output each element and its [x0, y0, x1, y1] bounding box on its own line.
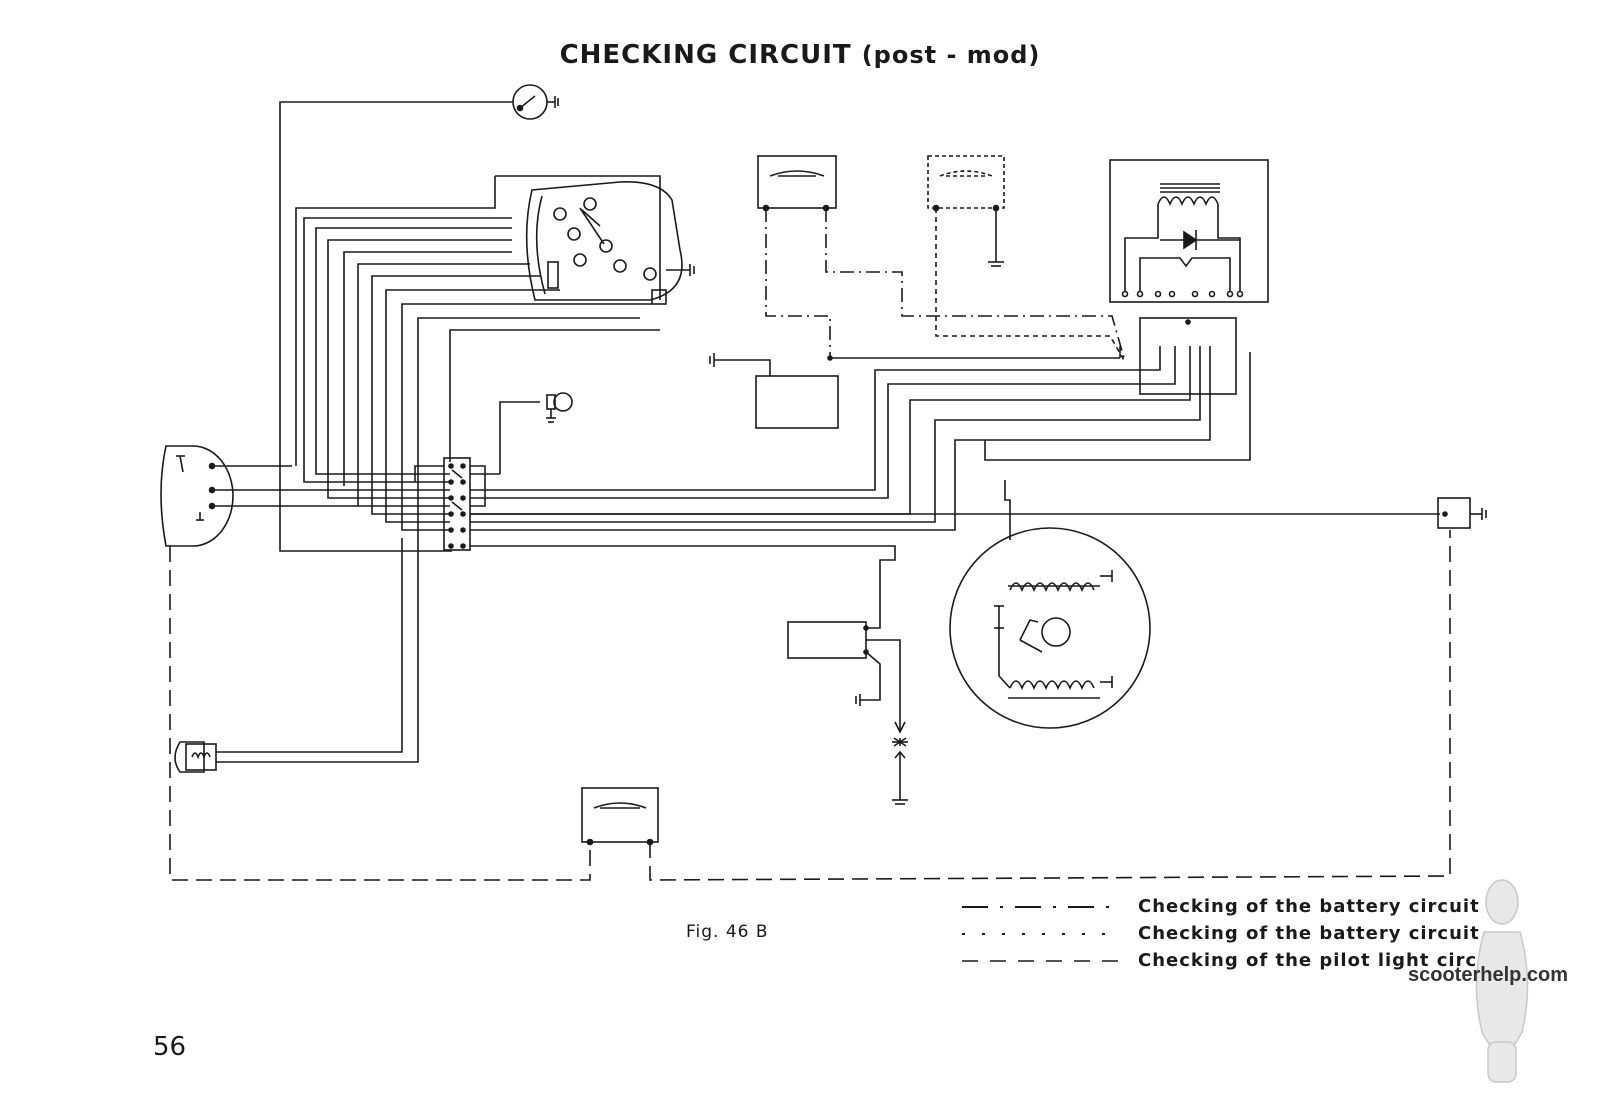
light-switch-unit-icon: [525, 181, 695, 305]
pilot-light-icon: [174, 741, 217, 773]
dash-dot-line-icon: [962, 906, 1118, 908]
page-title: CHECKING CIRCUIT (post - mod): [0, 40, 1600, 70]
ammeter-icon: [757, 155, 837, 212]
voltage-regulator-icon: [1109, 159, 1269, 303]
page-number: 56: [153, 1032, 187, 1062]
ignition-coil-icon: [787, 621, 881, 706]
flywheel-magneto-icon: [949, 527, 1151, 729]
title-suffix: (post - mod): [861, 41, 1041, 69]
voltmeter-icon: [927, 155, 1005, 209]
battery-icon: [709, 353, 839, 429]
legend-item-dotted: Checking of the battery circuit: [960, 923, 1480, 944]
legend-label: Checking of the battery circuit: [1138, 923, 1480, 944]
bottom-voltmeter-icon: [581, 787, 659, 846]
tail-light-icon: [1437, 497, 1487, 529]
legend-label: Checking of the battery circuit: [1138, 896, 1480, 917]
legend-label: Checking of the pilot light circuit: [1138, 950, 1508, 971]
junction-block-icon: [443, 457, 471, 551]
horn-icon: [546, 392, 573, 423]
spark-plug-icon: [866, 639, 908, 805]
figure-caption: Fig. 46 B: [686, 922, 769, 942]
scooter-watermark-icon: [1475, 879, 1529, 1083]
watermark: scooterhelp.com: [1408, 964, 1569, 986]
title-main: CHECKING CIRCUIT: [559, 40, 852, 70]
stop-switch-icon: [512, 84, 559, 120]
legend-item-dash-dot: Checking of the battery circuit: [960, 896, 1480, 917]
long-dash-line-icon: [962, 960, 1118, 962]
dotted-line-icon: [962, 933, 1118, 935]
legend-item-long-dash: Checking of the pilot light circuit: [960, 950, 1508, 971]
handlebar-switch-icon: [160, 445, 234, 547]
